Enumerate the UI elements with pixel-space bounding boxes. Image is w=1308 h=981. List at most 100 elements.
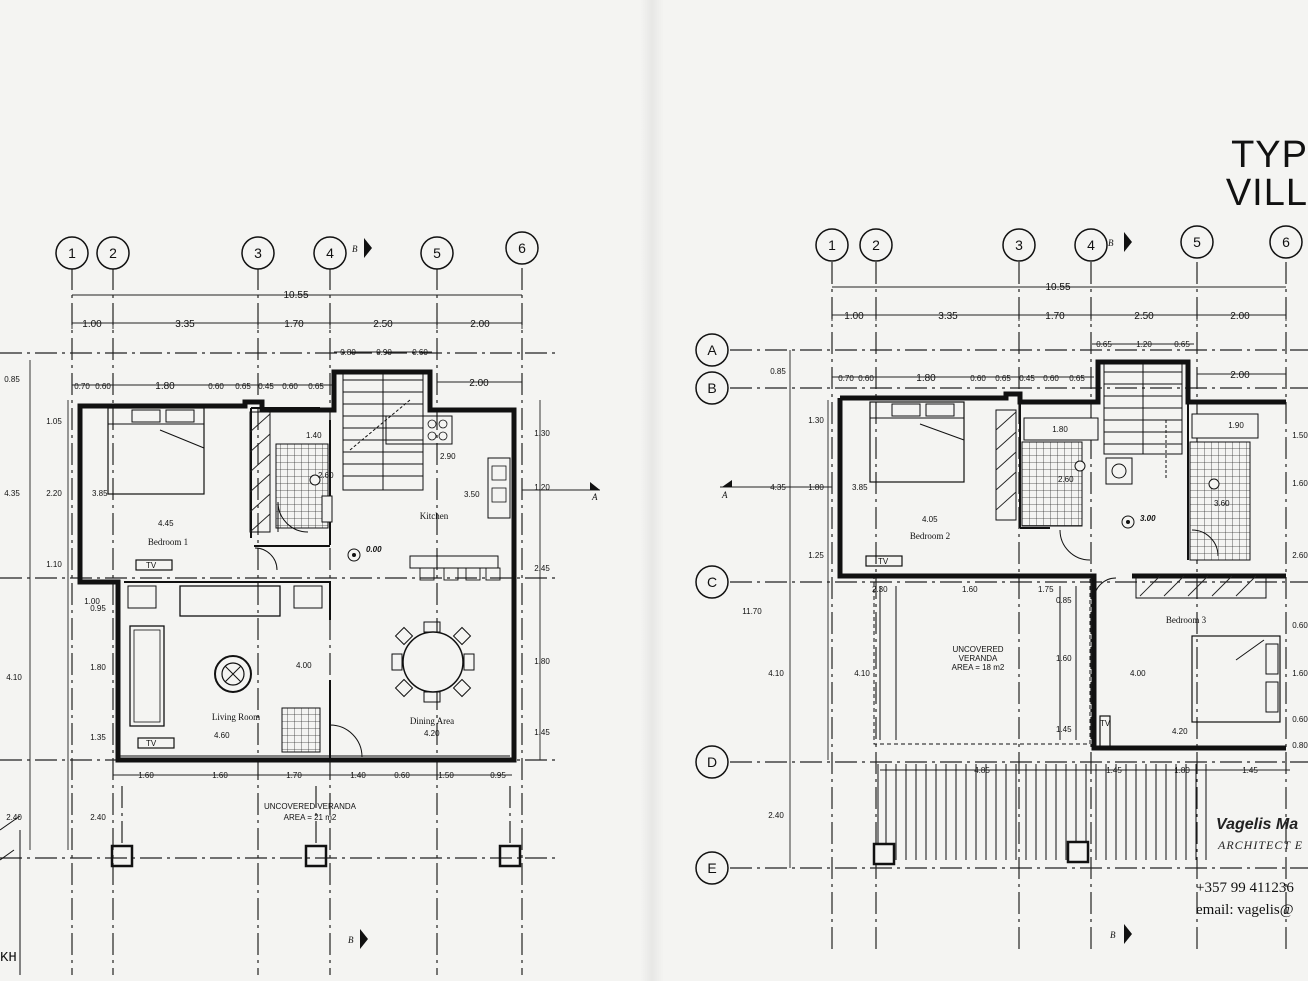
svg-text:2.00: 2.00 bbox=[470, 319, 490, 330]
svg-text:2.60: 2.60 bbox=[318, 471, 334, 480]
svg-text:1.50: 1.50 bbox=[1292, 431, 1308, 440]
svg-text:0.90: 0.90 bbox=[376, 348, 392, 357]
svg-text:0.60: 0.60 bbox=[1292, 715, 1308, 724]
svg-text:4.10: 4.10 bbox=[768, 669, 784, 678]
ground-level-marker: 0.00 bbox=[347, 545, 382, 562]
svg-text:1.60: 1.60 bbox=[962, 585, 978, 594]
svg-text:1.90: 1.90 bbox=[1228, 421, 1244, 430]
svg-text:6: 6 bbox=[518, 240, 526, 256]
svg-text:4.35: 4.35 bbox=[4, 489, 20, 498]
svg-text:1: 1 bbox=[828, 237, 836, 253]
svg-text:0.60: 0.60 bbox=[95, 382, 111, 391]
svg-text:0.65: 0.65 bbox=[995, 374, 1011, 383]
grid-bubble-4: 4 bbox=[1074, 228, 1108, 262]
svg-text:0.80: 0.80 bbox=[340, 348, 356, 357]
first-level-marker: 3.00 bbox=[1121, 514, 1156, 529]
ground-walls bbox=[77, 369, 517, 763]
svg-text:0.65: 0.65 bbox=[1174, 340, 1190, 349]
tv-bedroom-3: TV bbox=[1099, 715, 1111, 749]
svg-text:1.00: 1.00 bbox=[844, 311, 864, 322]
ground-floor-plan: 1 2 3 4 5 6 B B A 10.55 1.00 3.35 1.70 2… bbox=[0, 231, 600, 975]
svg-text:1.45: 1.45 bbox=[1106, 766, 1122, 775]
svg-text:0.45: 0.45 bbox=[1019, 374, 1035, 383]
svg-text:0.95: 0.95 bbox=[90, 604, 106, 613]
svg-text:10.55: 10.55 bbox=[283, 290, 308, 301]
svg-text:1.00: 1.00 bbox=[84, 597, 100, 606]
ground-dimensions: 10.55 1.00 3.35 1.70 2.50 2.00 0.80 0.90… bbox=[4, 290, 550, 850]
ground-doors bbox=[254, 501, 363, 758]
grid-bubble-2: 2 bbox=[96, 236, 130, 270]
svg-text:TV: TV bbox=[878, 557, 889, 566]
grid-bubble-e: E bbox=[695, 851, 729, 885]
grid-bubble-d: D bbox=[695, 745, 729, 779]
svg-text:TV: TV bbox=[1100, 719, 1111, 728]
svg-text:2: 2 bbox=[872, 237, 880, 253]
living-room-label: Living Room bbox=[212, 712, 260, 722]
ground-living-furniture bbox=[127, 585, 323, 753]
ground-veranda-area: AREA = 21 m2 bbox=[284, 813, 337, 822]
svg-text:C: C bbox=[707, 574, 717, 590]
svg-text:2.40: 2.40 bbox=[768, 811, 784, 820]
svg-text:0.70: 0.70 bbox=[74, 382, 90, 391]
svg-text:0.70: 0.70 bbox=[838, 374, 854, 383]
grid-bubble-5: 5 bbox=[420, 236, 454, 270]
kitchen-label: Kitchen bbox=[420, 511, 449, 521]
ground-kitchen-counter bbox=[385, 415, 511, 581]
svg-text:1.50: 1.50 bbox=[438, 771, 454, 780]
section-mark-a-left: A bbox=[720, 480, 832, 500]
svg-text:3.00: 3.00 bbox=[1140, 514, 1156, 523]
grid-bubble-1: 1 bbox=[815, 228, 849, 262]
svg-text:2.30: 2.30 bbox=[872, 585, 888, 594]
grid-bubble-a: A bbox=[695, 333, 729, 367]
svg-text:11.70: 11.70 bbox=[742, 607, 762, 616]
ground-section-markers: B B A bbox=[348, 238, 600, 949]
svg-text:4.00: 4.00 bbox=[296, 661, 312, 670]
svg-text:2.00: 2.00 bbox=[469, 378, 489, 389]
svg-text:1.05: 1.05 bbox=[46, 417, 62, 426]
svg-text:4.00: 4.00 bbox=[1130, 669, 1146, 678]
svg-text:1.40: 1.40 bbox=[306, 431, 322, 440]
svg-text:1.60: 1.60 bbox=[1056, 654, 1072, 663]
first-bath-2-tiles bbox=[1189, 441, 1251, 561]
svg-text:1.70: 1.70 bbox=[1045, 311, 1065, 322]
svg-text:1.10: 1.10 bbox=[46, 560, 62, 569]
svg-text:1.45: 1.45 bbox=[1242, 766, 1258, 775]
svg-text:0.80: 0.80 bbox=[1292, 741, 1308, 750]
svg-text:2: 2 bbox=[109, 245, 117, 261]
svg-text:3.50: 3.50 bbox=[464, 490, 480, 499]
svg-text:4.20: 4.20 bbox=[424, 729, 440, 738]
contact-phone: +357 99 411236 bbox=[1196, 880, 1294, 896]
ground-grid-bubbles: 1 2 3 4 5 6 bbox=[55, 231, 539, 270]
grid-bubble-3: 3 bbox=[241, 236, 275, 270]
ground-grid-axes bbox=[0, 268, 560, 975]
svg-text:1.80: 1.80 bbox=[534, 657, 550, 666]
svg-text:2.45: 2.45 bbox=[534, 564, 550, 573]
svg-text:E: E bbox=[707, 860, 716, 876]
svg-text:TV: TV bbox=[146, 739, 157, 748]
svg-text:1.70: 1.70 bbox=[284, 319, 304, 330]
grid-bubble-2: 2 bbox=[859, 228, 893, 262]
svg-text:2.00: 2.00 bbox=[1230, 311, 1250, 322]
corner-stamp bbox=[0, 815, 21, 975]
section-mark-b-bottom: B bbox=[348, 929, 368, 949]
svg-text:3.35: 3.35 bbox=[175, 319, 195, 330]
svg-text:4.35: 4.35 bbox=[770, 483, 786, 492]
svg-text:B: B bbox=[1108, 238, 1114, 248]
svg-text:2.40: 2.40 bbox=[6, 813, 22, 822]
svg-text:4.45: 4.45 bbox=[158, 519, 174, 528]
svg-text:6: 6 bbox=[1282, 234, 1290, 250]
svg-text:1.70: 1.70 bbox=[286, 771, 302, 780]
svg-text:1.30: 1.30 bbox=[808, 416, 824, 425]
svg-text:1.80: 1.80 bbox=[155, 381, 175, 392]
svg-text:5: 5 bbox=[433, 245, 441, 261]
svg-text:2.60: 2.60 bbox=[1292, 551, 1308, 560]
svg-text:0.65: 0.65 bbox=[1069, 374, 1085, 383]
first-veranda-label-2: VERANDA bbox=[959, 654, 998, 663]
grid-bubble-c: C bbox=[695, 565, 729, 599]
first-veranda bbox=[872, 577, 1207, 866]
contact-email: email: vagelis@ bbox=[1196, 902, 1294, 918]
first-dimensions: 10.55 1.00 3.35 1.70 2.50 2.00 0.65 1.20… bbox=[742, 282, 1308, 868]
ground-room-labels: Bedroom 1 Kitchen Living Room Dining Are… bbox=[92, 431, 480, 822]
first-veranda-label: UNCOVERED bbox=[952, 645, 1003, 654]
svg-text:B: B bbox=[348, 935, 354, 945]
